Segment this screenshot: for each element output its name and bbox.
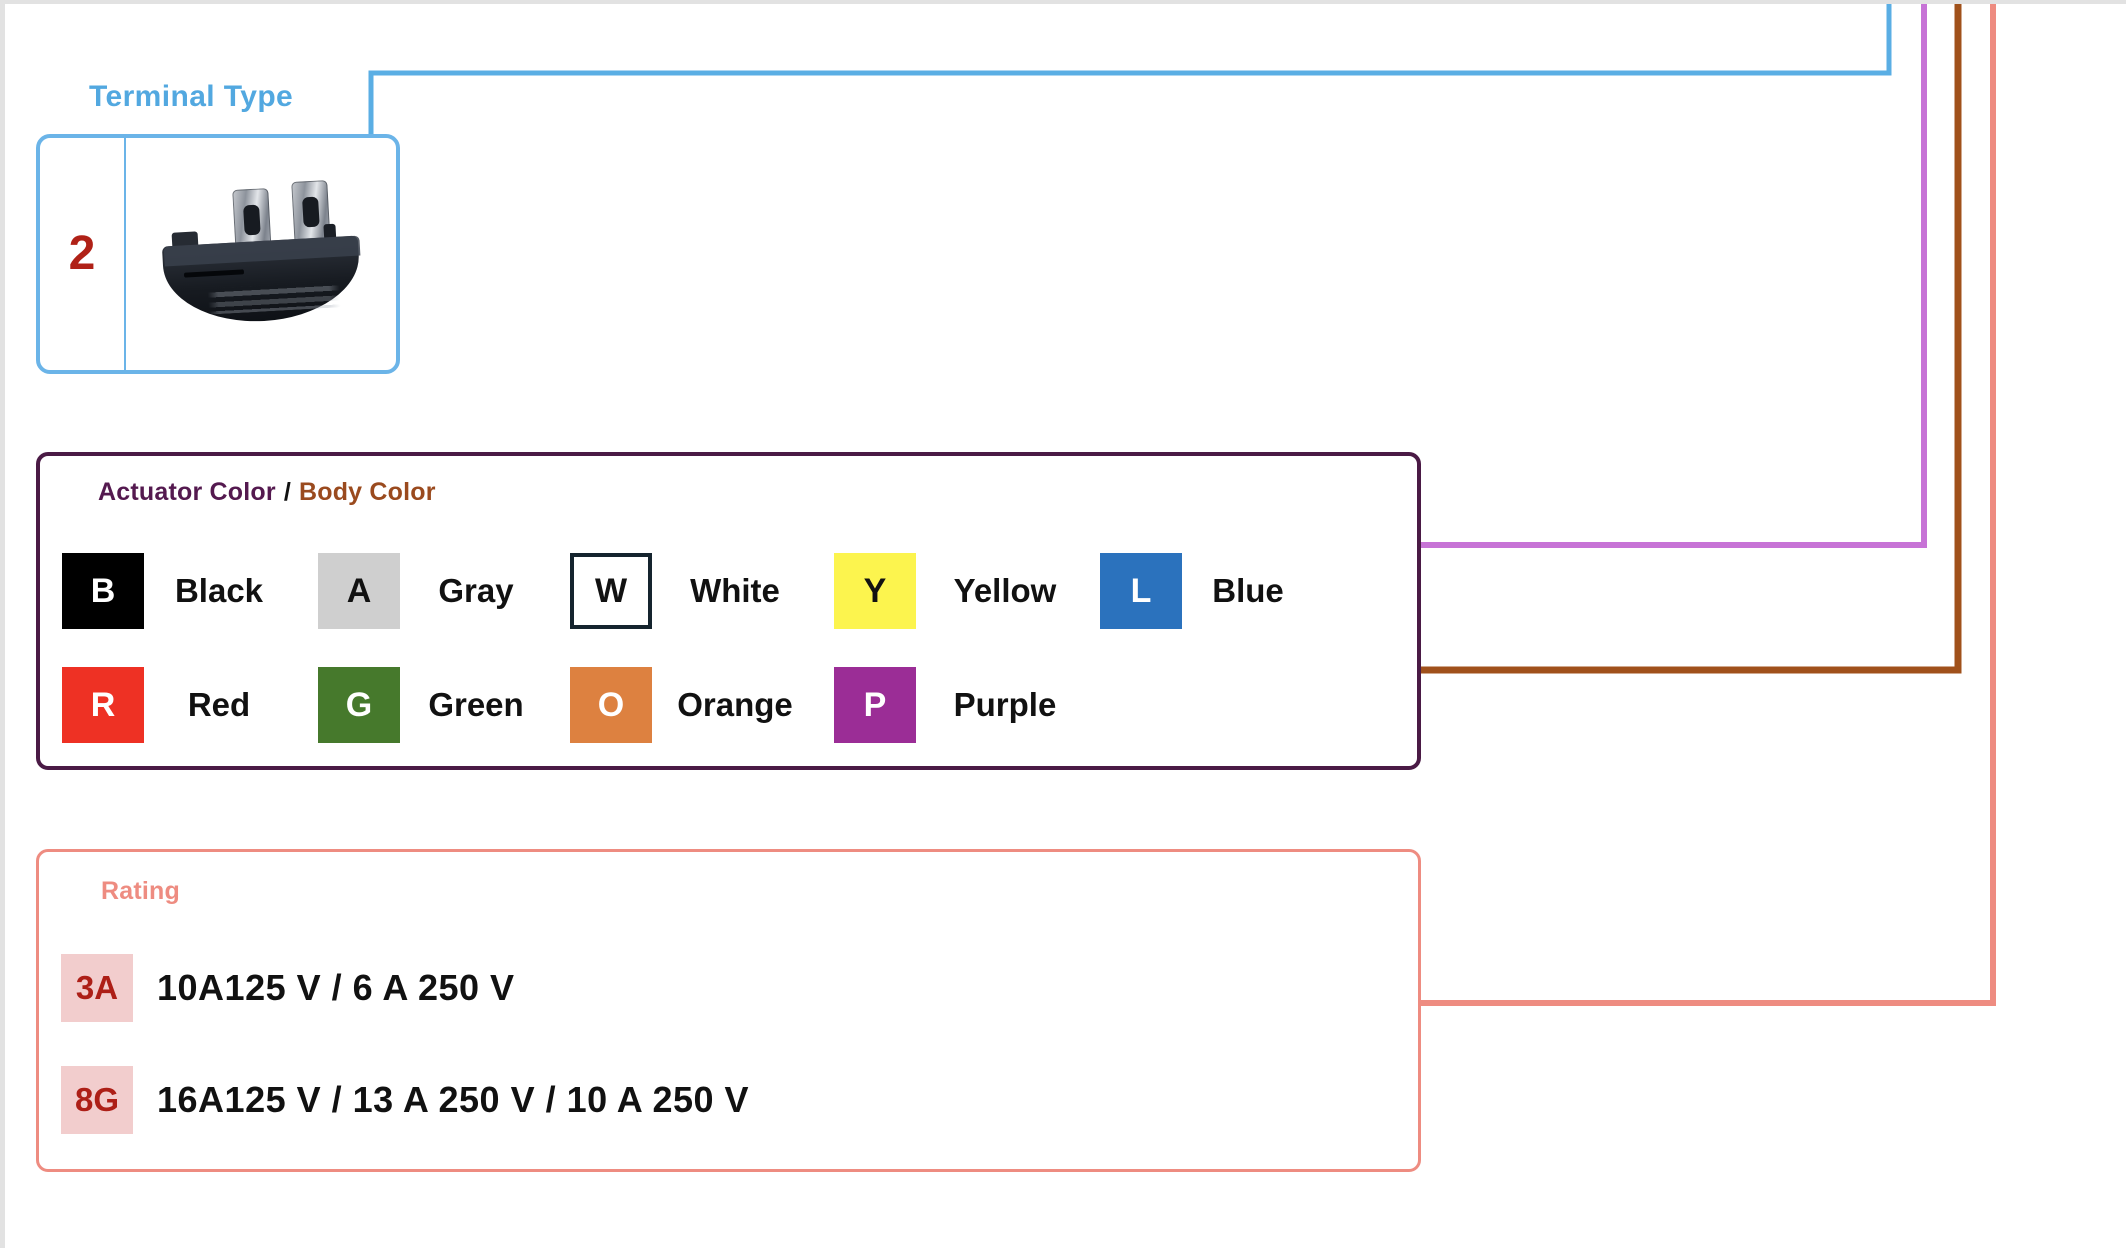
color-item-gray[interactable]: A Gray: [318, 553, 552, 629]
color-label-blue: Blue: [1212, 572, 1284, 609]
color-label-green: Green: [428, 686, 524, 723]
color-label-black: Black: [174, 572, 264, 609]
color-label-purple: Purple: [953, 686, 1057, 723]
title-separator: /: [283, 478, 291, 506]
rating-panel: Rating 3A 10A125 V / 6 A 250 V 8G 16A125…: [36, 849, 1421, 1172]
terminal-connector-line: [368, 4, 1892, 135]
body-connector-line: [1421, 4, 1962, 674]
rating-value-3a: 10A125 V / 6 A 250 V: [157, 967, 515, 1008]
terminal-image-cell: [126, 138, 396, 370]
color-label-yellow: Yellow: [953, 572, 1057, 609]
rating-row[interactable]: 3A 10A125 V / 6 A 250 V: [61, 932, 1406, 1044]
swatch-black: B: [62, 553, 144, 629]
color-row: R Red G Green O Orange P Purple: [62, 648, 1405, 762]
swatch-orange: O: [570, 667, 652, 743]
color-item-red[interactable]: R Red: [62, 667, 294, 743]
rating-list: 3A 10A125 V / 6 A 250 V 8G 16A125 V / 13…: [61, 932, 1406, 1156]
swatch-purple: P: [834, 667, 916, 743]
rating-code-3a: 3A: [61, 954, 133, 1022]
color-item-orange[interactable]: O Orange: [570, 667, 818, 743]
color-list: B Black A Gray W White Y Yellow L Blue: [62, 534, 1405, 762]
actuator-color-title: Actuator Color: [98, 478, 276, 506]
swatch-gray: A: [318, 553, 400, 629]
terminal-type-box: 2: [36, 134, 400, 374]
rating-connector-line: [1421, 4, 1996, 1006]
rating-row[interactable]: 8G 16A125 V / 13 A 250 V / 10 A 250 V: [61, 1044, 1406, 1156]
actuator-body-color-panel: Actuator Color/Body Color B Black A Gray…: [36, 452, 1421, 770]
color-item-yellow[interactable]: Y Yellow: [834, 553, 1094, 629]
color-panel-title: Actuator Color/Body Color: [98, 478, 436, 507]
swatch-yellow: Y: [834, 553, 916, 629]
terminal-code-value: 2: [68, 227, 96, 280]
color-item-purple[interactable]: P Purple: [834, 667, 1094, 743]
rating-code-8g: 8G: [61, 1066, 133, 1134]
terminal-type-label: Terminal Type: [89, 80, 294, 113]
color-item-green[interactable]: G Green: [318, 667, 552, 743]
color-row: B Black A Gray W White Y Yellow L Blue: [62, 534, 1405, 648]
color-item-white[interactable]: W White: [570, 553, 818, 629]
color-label-gray: Gray: [438, 572, 514, 609]
actuator-connector-line: [1421, 4, 1927, 548]
body-color-title: Body Color: [298, 478, 436, 506]
swatch-blue: L: [1100, 553, 1182, 629]
terminal-code-cell: 2: [40, 138, 126, 370]
swatch-red: R: [62, 667, 144, 743]
rating-value-8g: 16A125 V / 13 A 250 V / 10 A 250 V: [157, 1079, 750, 1120]
swatch-green: G: [318, 667, 400, 743]
color-label-red: Red: [187, 686, 251, 723]
color-label-orange: Orange: [677, 686, 793, 723]
rating-panel-title: Rating: [101, 877, 180, 905]
color-item-black[interactable]: B Black: [62, 553, 294, 629]
color-label-white: White: [690, 572, 780, 609]
color-item-blue[interactable]: L Blue: [1100, 553, 1314, 629]
rocker-switch-icon: [156, 179, 366, 329]
swatch-white: W: [570, 553, 652, 629]
